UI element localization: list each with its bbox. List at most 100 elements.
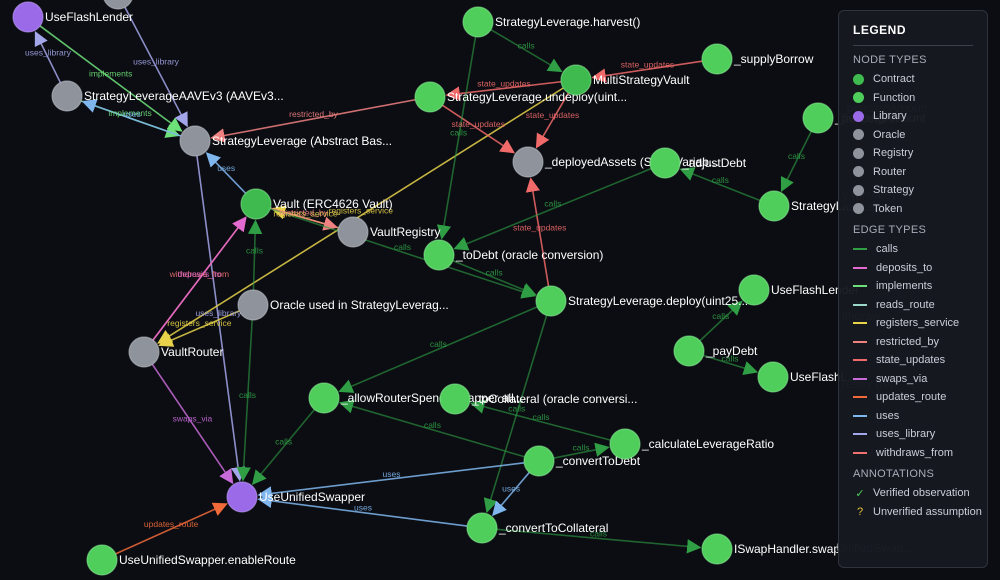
node-circle-function[interactable] (673, 335, 705, 367)
edge-multistrat-deployed[interactable] (535, 92, 570, 149)
node-calcratio[interactable]: _calculateLeverageRatio (609, 428, 774, 460)
node-paydebt[interactable]: _payDebt (673, 335, 758, 367)
edge-undeploy-stratlev[interactable] (210, 98, 416, 143)
edge-harvest-todebt[interactable] (436, 36, 477, 240)
node-circle-function[interactable] (609, 428, 641, 460)
node-circle-function[interactable] (701, 533, 733, 565)
node-circle-contract[interactable] (240, 188, 272, 220)
edge-convcoll-unifiedswapper[interactable] (257, 493, 468, 527)
node-circle-function[interactable] (462, 6, 494, 38)
node-vault[interactable]: Vault (ERC4626 Vault) (240, 188, 393, 220)
edge-calcratio-tocollateral[interactable] (470, 399, 611, 441)
edge-todebt-deploy[interactable] (452, 259, 537, 297)
node-todebt[interactable]: _toDebt (oracle conversion) (423, 239, 603, 271)
node-stratlev[interactable]: StrategyLeverage (Abstract Bas... (179, 125, 392, 157)
node-circle-function[interactable] (802, 102, 834, 134)
node-circle-function[interactable] (523, 445, 555, 477)
node-harvest[interactable]: StrategyLeverage.harvest() (462, 6, 640, 38)
edge-swatch-icon (853, 322, 867, 325)
edge-aavev3-useflashlender[interactable] (34, 30, 62, 83)
node-stratl[interactable]: StrategyL... (758, 190, 852, 222)
edge-vault-deploy[interactable] (269, 207, 537, 299)
edge-allowrouter-unifiedswapper[interactable] (251, 409, 316, 486)
node-circle-function[interactable] (308, 382, 340, 414)
node-circle-gray[interactable] (512, 146, 544, 178)
node-circle-function[interactable] (466, 512, 498, 544)
edge-stratlev-unifiedswapper[interactable] (196, 155, 246, 482)
node-circle-function[interactable] (757, 361, 789, 393)
edge-vaultrouter-unifiedswapper[interactable] (151, 363, 234, 485)
legend-node-router: Router (853, 163, 973, 182)
node-circle-function[interactable] (535, 285, 567, 317)
edge-multistrat-vaultrouter[interactable] (157, 87, 564, 344)
node-circle-gray[interactable] (103, 0, 133, 10)
node-circle-library[interactable] (12, 1, 44, 33)
node-circle-function[interactable] (738, 274, 770, 306)
node-oracle[interactable]: Oracle used in StrategyLeverag... (237, 289, 449, 321)
node-circle-function[interactable] (439, 383, 471, 415)
node-tocollateral[interactable]: _toCollateral (oracle conversi... (439, 383, 637, 415)
edge-label: implements (89, 68, 132, 78)
node-swaphandler[interactable]: ISwapHandler.swap (701, 533, 840, 565)
node-circle-gray[interactable] (337, 216, 369, 248)
node-convcoll[interactable]: _convertToCollateral (466, 512, 608, 544)
edge-deploy-allowrouter[interactable] (338, 306, 538, 393)
edge-convdebt-allowrouter[interactable] (338, 399, 525, 458)
edge-paydebt-flashlender2[interactable] (699, 300, 743, 342)
node-circle-gray[interactable] (237, 289, 269, 321)
node-adjustdebt[interactable]: _adjustDebt (649, 147, 747, 179)
edge-enableroute-unifiedswapper[interactable] (115, 502, 228, 555)
node-circle-gray[interactable] (51, 80, 83, 112)
edge-stratlev-aavev3[interactable] (81, 99, 182, 137)
edge-topgray-stratlev[interactable] (124, 6, 188, 128)
edge-label: uses (123, 109, 141, 119)
edge-undeploy-deployed[interactable] (442, 104, 516, 154)
edge-oracle-vaultrouter[interactable] (158, 310, 240, 347)
edge-adjustdebt-todebt[interactable] (453, 167, 652, 251)
edge-supplyborrow-multistrat[interactable] (591, 60, 703, 83)
edge-deploy-convcoll[interactable] (483, 315, 548, 514)
edge-convdebt-calcratio[interactable] (553, 442, 610, 459)
node-useflashlender[interactable]: UseFlashLender (12, 1, 133, 33)
node-deploy[interactable]: StrategyLeverage.deploy(uint25... (535, 285, 748, 317)
node-circle-function[interactable] (414, 81, 446, 113)
node-supplyborrow[interactable]: _supplyBorrow (701, 43, 814, 75)
edge-harvest-multistrat[interactable] (490, 28, 563, 73)
node-circle-function[interactable] (423, 239, 455, 271)
node-circle-contract[interactable] (560, 64, 592, 96)
node-circle-gray[interactable] (128, 336, 160, 368)
edge-oracle-vault[interactable] (247, 219, 263, 291)
node-label: VaultRouter (161, 345, 223, 359)
edge-convdebt-convcoll[interactable] (492, 471, 530, 517)
node-circle-function[interactable] (758, 190, 790, 222)
node-aavev3[interactable]: StrategyLeverageAAVEv3 (AAVEv3... (51, 80, 284, 112)
edge-useflashlender-stratlev[interactable] (39, 25, 183, 132)
edge-pendingamount-stratl[interactable] (780, 131, 813, 193)
node-enableroute[interactable]: UseUnifiedSwapper.enableRoute (86, 544, 296, 576)
node-circle-function[interactable] (649, 147, 681, 179)
node-multistrat[interactable]: MultiStrategyVault (560, 64, 690, 96)
edge-deploy-deployed[interactable] (525, 177, 550, 287)
node-vaultregistry[interactable]: VaultRegistry (337, 216, 440, 248)
edge-vault-vaultregistry[interactable] (270, 207, 339, 231)
edge-label: calls (544, 199, 561, 209)
node-circle-gray[interactable] (179, 125, 211, 157)
edge-vaultrouter-vault[interactable] (152, 216, 247, 341)
legend-label: uses_library (876, 428, 936, 441)
node-circle-function[interactable] (701, 43, 733, 75)
node-topgray[interactable] (103, 0, 133, 10)
node-allowrouter[interactable]: _allowRouterSpend (swapper all... (308, 382, 524, 414)
node-vaultrouter[interactable]: VaultRouter (128, 336, 223, 368)
node-circle-library[interactable] (226, 481, 258, 513)
node-unifiedswapper[interactable]: UseUnifiedSwapper (226, 481, 365, 513)
node-label: UseFlashLender (45, 10, 133, 24)
edge-vault-stratlev[interactable] (205, 152, 247, 194)
node-flashlender2[interactable]: UseFlashLender (738, 274, 859, 306)
edge-oracle-unifiedswapper[interactable] (236, 319, 253, 482)
edge-paydebt-flashl3[interactable] (703, 354, 759, 376)
edge-convcoll-swaphandler[interactable] (496, 528, 702, 554)
edge-stratl-adjustdebt[interactable] (679, 167, 761, 202)
node-circle-function[interactable] (86, 544, 118, 576)
edge-label: uses_library (195, 308, 242, 318)
edge-convdebt-unifiedswapper[interactable] (257, 462, 525, 501)
